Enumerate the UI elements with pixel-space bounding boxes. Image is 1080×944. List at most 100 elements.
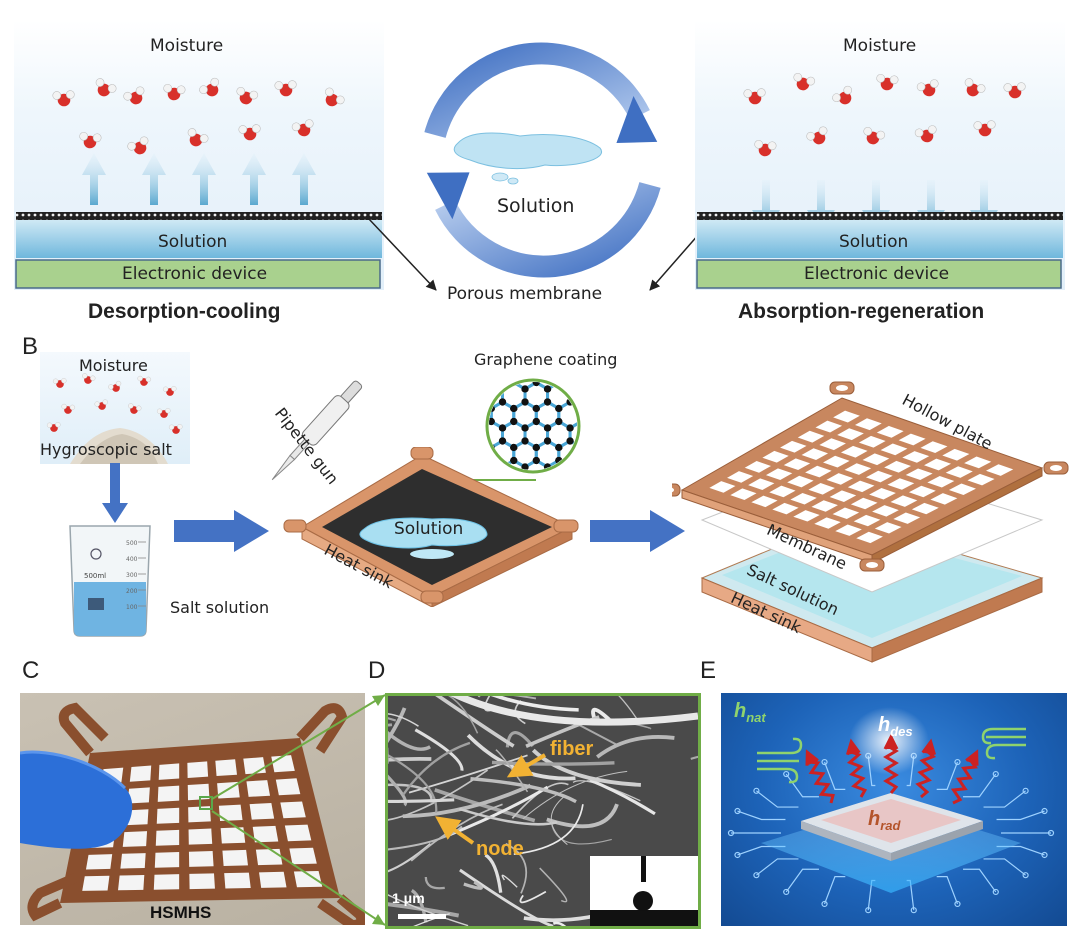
panel-label-e: E — [700, 657, 717, 684]
beaker-mark-label: 400 — [126, 556, 138, 563]
water-molecule — [156, 408, 171, 418]
water-molecule — [82, 373, 96, 384]
absorption-panel — [695, 20, 1065, 290]
desorption-panel — [14, 20, 384, 290]
water-molecule — [108, 380, 122, 392]
water-molecule — [806, 126, 828, 145]
desorption-illustration — [15, 77, 382, 289]
water-molecule — [754, 139, 777, 157]
water-molecule — [52, 90, 75, 107]
h-des-label: hdes — [878, 714, 913, 739]
water-molecule — [1003, 82, 1026, 99]
graphene-label: Graphene coating — [474, 350, 618, 369]
water-molecule — [793, 72, 816, 91]
water-molecule — [61, 403, 76, 414]
water-molecule — [94, 399, 108, 410]
porous-membrane — [16, 212, 382, 220]
panel-label-d: D — [368, 657, 386, 684]
node-label: node — [476, 838, 524, 860]
solution-layer — [697, 220, 1063, 258]
fiber-label: fiber — [550, 738, 594, 760]
cycle-solution-label: Solution — [497, 195, 575, 217]
beaker: 500 400 300 200 100 500ml — [69, 525, 151, 637]
moisture-label-left: Moisture — [150, 36, 224, 56]
water-molecule — [137, 375, 152, 386]
solution-label-right: Solution — [839, 232, 909, 252]
absorption-illustration — [696, 72, 1063, 289]
porous-membrane-label: Porous membrane — [447, 284, 603, 304]
right-arrow-2 — [590, 510, 685, 552]
beaker-volume-label: 500ml — [84, 572, 106, 580]
porous-membrane — [697, 212, 1063, 220]
water-molecule — [876, 73, 899, 91]
water-molecule — [187, 128, 209, 147]
water-molecule — [52, 378, 67, 388]
water-molecules — [743, 72, 1026, 157]
hsmhs-photo — [20, 693, 365, 925]
water-molecule — [46, 422, 61, 432]
h-rad-sub: rad — [880, 818, 901, 833]
water-molecule — [238, 124, 261, 141]
heat-sink-tray — [283, 447, 579, 607]
hygroscopic-salt-label: Hygroscopic salt — [40, 440, 172, 459]
thermal-illustration — [721, 693, 1067, 926]
beaker-mark-label: 200 — [126, 588, 138, 595]
desorption-arrows — [82, 153, 316, 205]
h-rad-main: h — [868, 808, 881, 830]
water-molecule — [127, 136, 149, 155]
h-rad-label: hrad — [868, 808, 900, 833]
wind-icon-right — [981, 727, 1026, 760]
water-molecule — [973, 120, 996, 137]
water-molecule — [916, 79, 939, 97]
water-molecule — [128, 403, 142, 414]
water-molecule — [325, 87, 345, 107]
beaker-mark-label: 500 — [126, 540, 138, 547]
panel-label-c: C — [22, 657, 40, 684]
electronic-device — [15, 259, 381, 289]
beaker-mark-label: 300 — [126, 572, 138, 579]
water-molecule — [79, 131, 102, 149]
water-molecule — [964, 78, 986, 97]
h-des-main: h — [878, 714, 891, 736]
moisture-label-right: Moisture — [843, 36, 917, 56]
h-nat-label: hnat — [734, 700, 766, 725]
desorption-title: Desorption-cooling — [88, 300, 281, 323]
h-nat-main: h — [734, 700, 747, 722]
water-molecule — [291, 119, 314, 137]
tray-solution-label: Solution — [394, 519, 464, 539]
solution-label-left: Solution — [158, 232, 228, 252]
device-label-left: Electronic device — [122, 264, 268, 284]
h-des-sub: des — [890, 724, 913, 739]
water-molecule — [123, 86, 145, 105]
right-arrow-1 — [174, 510, 269, 552]
water-molecule — [863, 126, 886, 145]
sem-image — [385, 693, 701, 929]
water-molecule — [95, 78, 117, 97]
absorption-title: Absorption-regeneration — [738, 300, 985, 323]
scale-bar-label: 1 μm — [392, 890, 425, 906]
moisture-label-b: Moisture — [79, 356, 148, 375]
water-molecule — [274, 80, 297, 97]
wind-icon-left — [757, 737, 803, 784]
water-molecule — [162, 386, 177, 396]
hygroscopic-salt-box — [40, 352, 190, 464]
electronic-device — [696, 259, 1062, 289]
beaker-mark-label: 100 — [126, 604, 138, 611]
solution-layer — [16, 220, 382, 258]
water-molecule — [914, 125, 937, 143]
exploded-assembly — [672, 381, 1069, 663]
panel-label-b: B — [22, 333, 39, 360]
water-molecule — [832, 85, 853, 105]
water-molecule — [743, 88, 766, 105]
water-molecule — [168, 424, 183, 434]
down-arrow — [102, 463, 128, 523]
water-molecules — [52, 77, 345, 155]
pipette-gun — [271, 380, 363, 481]
water-molecule — [199, 77, 220, 97]
water-molecule — [236, 86, 259, 105]
hsmhs-label: HSMHS — [150, 903, 212, 922]
device-label-right: Electronic device — [804, 264, 950, 284]
graphene-coating-zoom — [485, 378, 581, 474]
cycle-illustration — [424, 42, 661, 278]
h-nat-sub: nat — [746, 710, 766, 725]
